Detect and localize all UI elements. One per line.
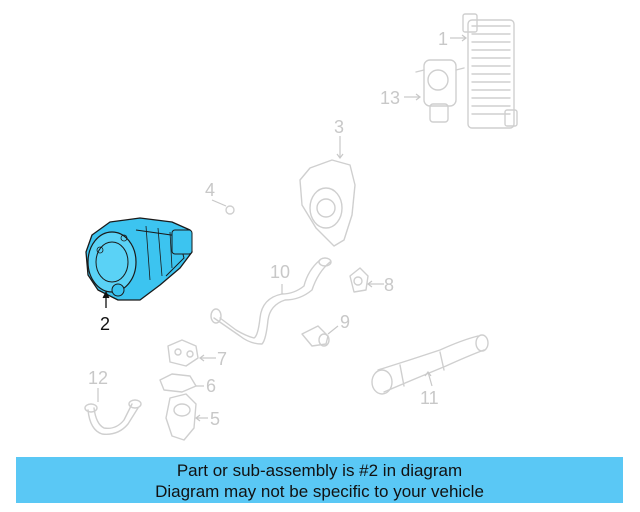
banner-line-1: Part or sub-assembly is #2 in diagram xyxy=(176,461,463,480)
callout-9: 9 xyxy=(340,312,350,332)
part-12-pipe xyxy=(84,388,142,435)
part-9-fitting xyxy=(301,325,339,347)
callout-12: 12 xyxy=(88,368,108,388)
part-1-cooler xyxy=(450,13,518,129)
part-7-bracket xyxy=(167,339,216,367)
banner-line-2: Diagram may not be specific to your vehi… xyxy=(155,482,484,501)
info-banner: Part or sub-assembly is #2 in diagram Di… xyxy=(16,457,623,503)
callout-2: 2 xyxy=(100,314,110,334)
callout-4: 4 xyxy=(205,180,215,200)
callout-5: 5 xyxy=(210,409,220,429)
part-11-hose xyxy=(371,334,489,395)
callout-3: 3 xyxy=(334,117,344,137)
part-6-gasket xyxy=(159,373,204,393)
callout-13: 13 xyxy=(380,88,400,108)
part-3-gasket xyxy=(299,136,356,247)
part-13-valve xyxy=(404,59,465,123)
part-2-air-pump[interactable] xyxy=(85,217,193,308)
part-4-bolt xyxy=(211,199,235,215)
callout-1: 1 xyxy=(438,29,448,49)
part-8-gasket xyxy=(349,267,384,293)
callout-7: 7 xyxy=(217,349,227,369)
callout-8: 8 xyxy=(384,275,394,295)
callout-6: 6 xyxy=(206,376,216,396)
part-5-valve xyxy=(165,393,208,441)
callout-10: 10 xyxy=(270,262,290,282)
part-10-hose xyxy=(210,257,332,345)
callout-11: 11 xyxy=(420,388,439,408)
